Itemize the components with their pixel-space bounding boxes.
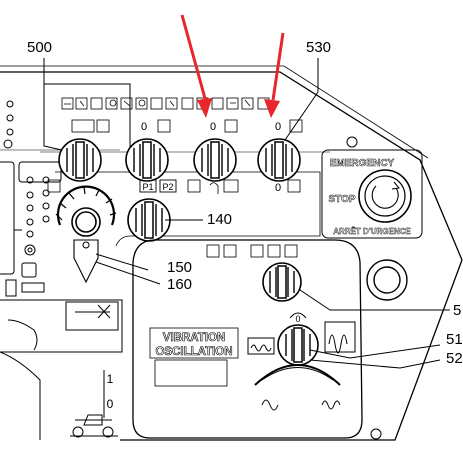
vibration-subpanel bbox=[132, 239, 363, 439]
knob-140[interactable] bbox=[127, 198, 171, 242]
machine-pictogram bbox=[65, 301, 119, 438]
emergency-label-top: EMERGENCY bbox=[330, 158, 395, 169]
knob-4[interactable] bbox=[257, 138, 301, 182]
vibration-label-line1: VIBRATION bbox=[163, 332, 225, 344]
zero-mark-3: 0 bbox=[275, 121, 281, 133]
vibration-wave-icons: 0 bbox=[247, 312, 356, 411]
zero-mark-1: 0 bbox=[141, 121, 147, 133]
knob-2[interactable] bbox=[125, 138, 169, 182]
knob-icon-labels bbox=[47, 119, 303, 258]
knob-3[interactable] bbox=[193, 138, 237, 182]
vibration-blank-plate bbox=[154, 359, 228, 387]
callout-530: 530 bbox=[306, 39, 332, 56]
mark-one: 1 bbox=[107, 372, 114, 386]
left-column bbox=[0, 100, 123, 440]
mark-zero: 0 bbox=[107, 397, 114, 411]
callout-150: 150 bbox=[167, 259, 193, 276]
p1-label: P1 bbox=[142, 182, 153, 192]
middle-frame bbox=[55, 171, 321, 247]
p2-label: P2 bbox=[162, 182, 173, 192]
emergency-label-bottom: ARRÊT D'URGENCE bbox=[333, 227, 411, 236]
leader-lines bbox=[43, 58, 450, 369]
callout-160: 160 bbox=[167, 276, 193, 293]
top-icon-row bbox=[61, 97, 270, 110]
callout-140: 140 bbox=[207, 211, 233, 228]
zero-mark-4: 0 bbox=[275, 182, 281, 194]
horn-button[interactable] bbox=[366, 259, 408, 301]
warning-arrow-icon bbox=[180, 14, 285, 118]
panel-outline bbox=[0, 65, 463, 441]
knob-5[interactable] bbox=[262, 262, 302, 302]
callout-5: 5 bbox=[453, 302, 462, 319]
emergency-label-stop: STOP bbox=[328, 194, 355, 205]
emergency-stop-button[interactable] bbox=[321, 149, 423, 239]
callout-52: 52 bbox=[446, 350, 463, 367]
callout-500: 500 bbox=[27, 39, 53, 56]
zero-mark-2: 0 bbox=[210, 121, 216, 133]
knob-vibration[interactable] bbox=[277, 324, 319, 366]
vibration-label-line2: OSCILLATION bbox=[155, 346, 232, 358]
vibration-panel-screw bbox=[370, 428, 382, 440]
panel-screw-right bbox=[346, 136, 358, 148]
knob-1[interactable] bbox=[58, 138, 102, 182]
callout-51: 51 bbox=[446, 331, 463, 348]
svg-text:0: 0 bbox=[295, 314, 300, 324]
throttle-dial[interactable] bbox=[55, 185, 117, 284]
vibration-label-frame bbox=[149, 327, 239, 359]
